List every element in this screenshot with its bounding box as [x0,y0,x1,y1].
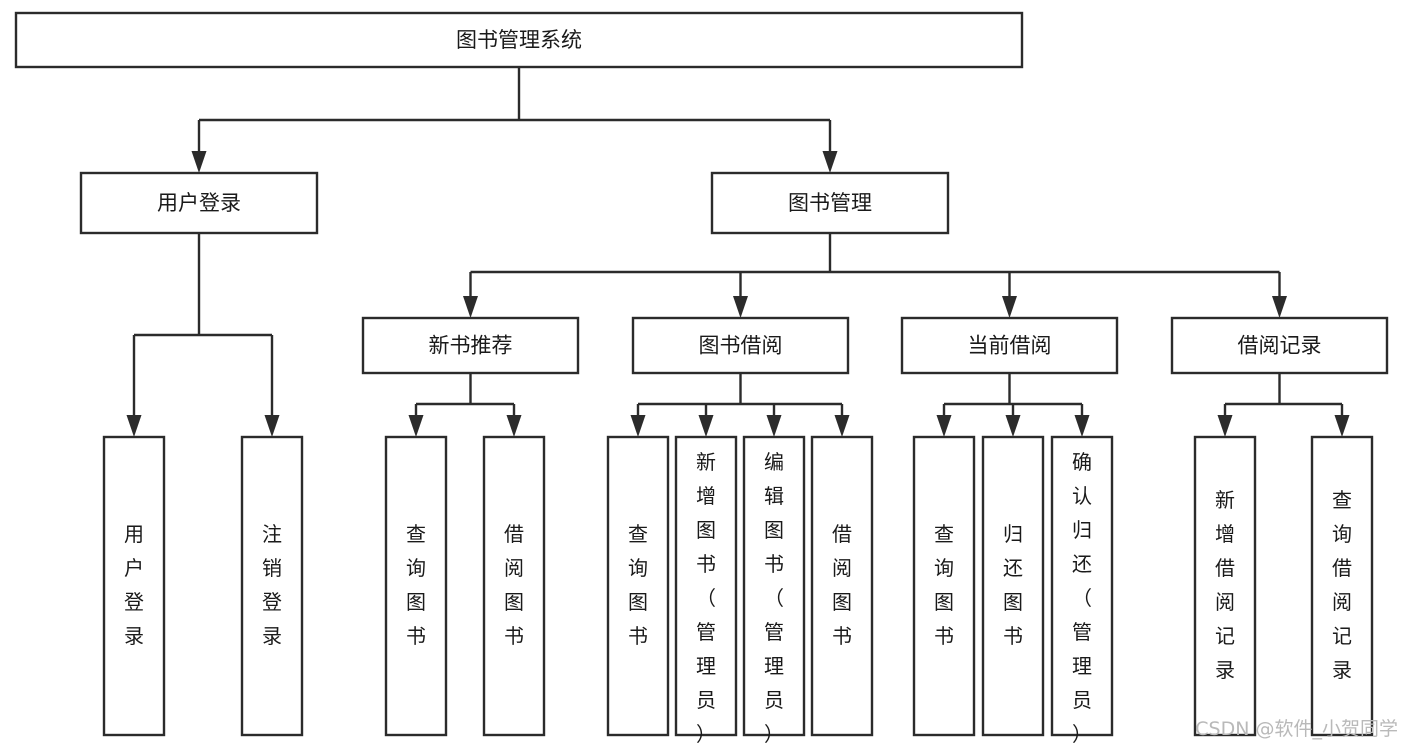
node-borrow-book-1-box[interactable] [482,435,546,737]
node-query-book-2-box[interactable] [606,435,670,737]
node-add-book-admin-box[interactable] [674,435,738,737]
node-query-book-3-label: 查询图书 [934,522,954,648]
node-query-borrow-record[interactable]: 查询借阅记录 [1310,435,1374,737]
node-add-borrow-record[interactable]: 新增借阅记录 [1193,435,1257,737]
book-manage-arrow-1 [733,296,748,318]
new-book-recommend-arrow-1 [506,415,522,437]
borrow-records-arrow-0 [1217,415,1233,437]
node-edit-book-admin-label: 编辑图书（管理员） [764,450,784,746]
node-new-book-recommend-box[interactable] [361,316,580,375]
root-arrow-1 [822,151,838,173]
node-book-manage[interactable]: 图书管理 [710,171,950,235]
node-borrow-records-box[interactable] [1170,316,1389,375]
node-current-borrow[interactable]: 当前借阅 [900,316,1119,375]
node-query-borrow-record-label: 查询借阅记录 [1332,488,1352,682]
node-book-borrow-box[interactable] [631,316,850,375]
node-user-login-do-box[interactable] [102,435,166,737]
node-query-book-3[interactable]: 查询图书 [912,435,976,737]
node-return-book[interactable]: 归还图书 [981,435,1045,737]
node-query-book-2-label: 查询图书 [628,522,648,648]
node-root-label: 图书管理系统 [456,28,582,52]
root-arrow-0 [191,151,207,173]
node-add-book-admin-label: 新增图书（管理员） [696,450,716,746]
book-borrow-arrow-0 [630,415,646,437]
node-query-book-1-box[interactable] [384,435,448,737]
node-return-book-box[interactable] [981,435,1045,737]
node-borrow-book-2[interactable]: 借阅图书 [810,435,874,737]
node-add-book-admin[interactable]: 新增图书（管理员） [674,435,738,746]
node-add-borrow-record-label: 新增借阅记录 [1215,488,1235,682]
node-user-login-do[interactable]: 用户登录 [102,435,166,737]
node-borrow-book-2-box[interactable] [810,435,874,737]
node-borrow-book-2-label: 借阅图书 [832,522,852,648]
node-user-logout-box[interactable] [240,435,304,737]
node-root[interactable]: 图书管理系统 [14,11,1024,69]
book-borrow-arrow-2 [766,415,782,437]
node-book-manage-box[interactable] [710,171,950,235]
node-root-box[interactable] [14,11,1024,69]
book-borrow-arrow-1 [698,415,714,437]
node-query-book-2[interactable]: 查询图书 [606,435,670,737]
book-manage-arrow-2 [1002,296,1017,318]
current-borrow-arrow-2 [1074,415,1090,437]
node-book-borrow[interactable]: 图书借阅 [631,316,850,375]
node-query-book-1-label: 查询图书 [406,522,426,648]
node-borrow-book-1-label: 借阅图书 [504,522,524,648]
node-current-borrow-box[interactable] [900,316,1119,375]
node-layer: 图书管理系统用户登录用户登录注销登录图书管理新书推荐查询图书借阅图书图书借阅查询… [14,11,1389,746]
current-borrow-arrow-1 [1005,415,1021,437]
node-query-book-3-box[interactable] [912,435,976,737]
node-user-logout-label: 注销登录 [262,522,282,648]
node-current-borrow-label: 当前借阅 [968,334,1052,358]
node-borrow-records[interactable]: 借阅记录 [1170,316,1389,375]
node-add-borrow-record-box[interactable] [1193,435,1257,737]
node-user-logout[interactable]: 注销登录 [240,435,304,737]
node-edit-book-admin[interactable]: 编辑图书（管理员） [742,435,806,746]
node-query-book-1[interactable]: 查询图书 [384,435,448,737]
csdn-watermark: CSDN @软件_小贺同学 [1195,718,1398,740]
connector-layer [126,67,1350,437]
node-user-login-label: 用户登录 [157,191,241,215]
node-return-book-label: 归还图书 [1003,522,1023,648]
node-edit-book-admin-box[interactable] [742,435,806,737]
node-confirm-return-admin-label: 确认归还（管理员） [1072,450,1092,746]
user-login-arrow-0 [126,415,142,437]
node-confirm-return-admin[interactable]: 确认归还（管理员） [1050,435,1114,746]
node-borrow-book-1[interactable]: 借阅图书 [482,435,546,737]
node-confirm-return-admin-box[interactable] [1050,435,1114,737]
node-user-login-do-label: 用户登录 [124,522,144,648]
book-borrow-arrow-3 [834,415,850,437]
book-manage-arrow-3 [1272,296,1287,318]
node-book-borrow-label: 图书借阅 [699,334,783,358]
book-manage-arrow-0 [463,296,478,318]
new-book-recommend-arrow-0 [408,415,424,437]
node-user-login-box[interactable] [79,171,319,235]
node-user-login[interactable]: 用户登录 [79,171,319,235]
node-borrow-records-label: 借阅记录 [1238,334,1322,358]
node-book-manage-label: 图书管理 [788,191,872,215]
borrow-records-arrow-1 [1334,415,1350,437]
node-new-book-recommend-label: 新书推荐 [429,334,513,358]
user-login-arrow-1 [264,415,280,437]
node-query-borrow-record-box[interactable] [1310,435,1374,737]
node-new-book-recommend[interactable]: 新书推荐 [361,316,580,375]
current-borrow-arrow-0 [936,415,952,437]
